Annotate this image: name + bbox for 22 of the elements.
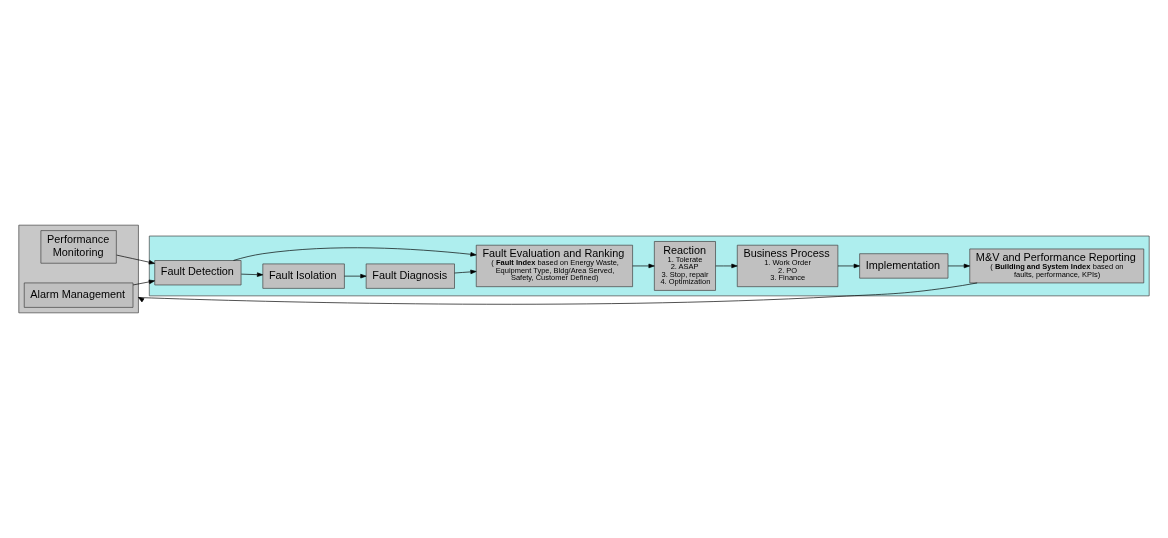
arrow	[632, 263, 655, 269]
node-box: Fault Isolation	[262, 263, 345, 289]
node-box: Reaction 1. Tolerate 2. ASAP 3. Stop, repair 4. Optimization	[654, 241, 716, 291]
arrow	[344, 273, 367, 279]
node-box: Fault Detection	[154, 260, 242, 286]
node-box: Fault Evaluation and Ranking (Fault Index based on Energy Waste, Equipment Type, Bldg/Area Served, Safety, Customer Defined)	[475, 244, 633, 287]
arrow	[132, 279, 155, 286]
node-box: Business Process 1. Work Order 2. PO 3. Finance	[736, 244, 839, 287]
arrow	[715, 263, 738, 269]
node-box: Fault Diagnosis	[365, 263, 455, 289]
arrow	[454, 269, 477, 275]
node-box: Alarm Management	[23, 282, 134, 308]
arrow	[241, 272, 264, 277]
node-box: M&V and Performance Reporting (Building and System Index based on faults, performance, KPIs)	[969, 248, 1145, 284]
arrow	[837, 263, 860, 269]
arrow	[947, 263, 970, 269]
arrow	[138, 282, 978, 305]
arrow	[233, 247, 477, 261]
arrow	[116, 254, 155, 265]
node-box: Performance Monitoring	[40, 230, 117, 264]
cluster	[18, 224, 139, 314]
node-box: Implementation	[859, 253, 949, 279]
